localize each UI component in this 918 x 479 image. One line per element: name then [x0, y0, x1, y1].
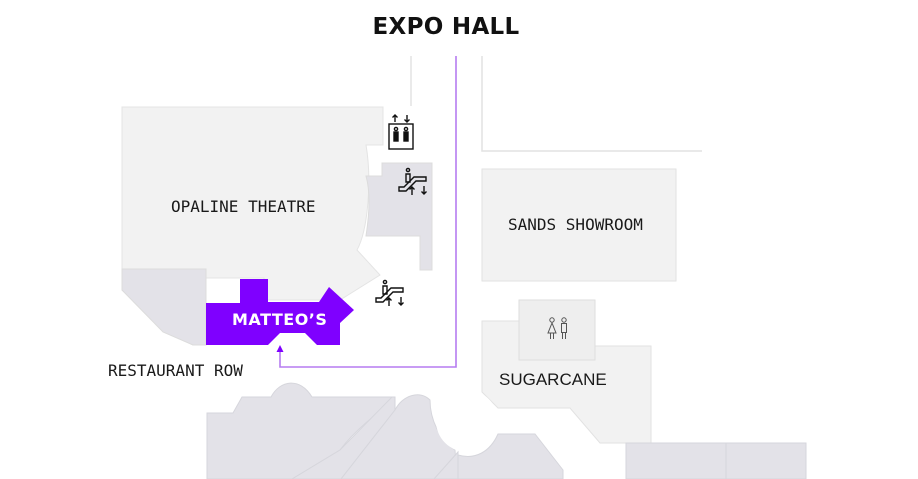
- venue-sands-showroom[interactable]: [481, 168, 677, 282]
- label-opaline-theatre: OPALINE THEATRE: [171, 197, 316, 216]
- restroom-block[interactable]: [518, 299, 596, 361]
- shop-restaurant-row-west[interactable]: [121, 268, 207, 346]
- bottom-shops: [206, 382, 807, 479]
- route-path: [279, 56, 457, 368]
- plaza-circle: [436, 390, 498, 452]
- label-restaurant-row: RESTAURANT ROW: [108, 361, 243, 380]
- map-title: EXPO HALL: [372, 14, 520, 40]
- restroom-icon[interactable]: [547, 317, 567, 339]
- label-sugarcane: SUGARCANE: [499, 370, 607, 389]
- route-arrow-icon: [276, 345, 284, 352]
- escalator-icon[interactable]: [398, 167, 427, 195]
- elevator-icon[interactable]: [388, 114, 414, 150]
- label-matteos: MATTEO’S: [232, 310, 328, 329]
- escalator-block: [365, 162, 433, 271]
- venue-matteos[interactable]: [206, 279, 354, 345]
- escalator-icon[interactable]: [375, 279, 404, 306]
- label-sands-showroom: SANDS SHOWROOM: [508, 215, 643, 234]
- corridor-walls: [410, 56, 702, 152]
